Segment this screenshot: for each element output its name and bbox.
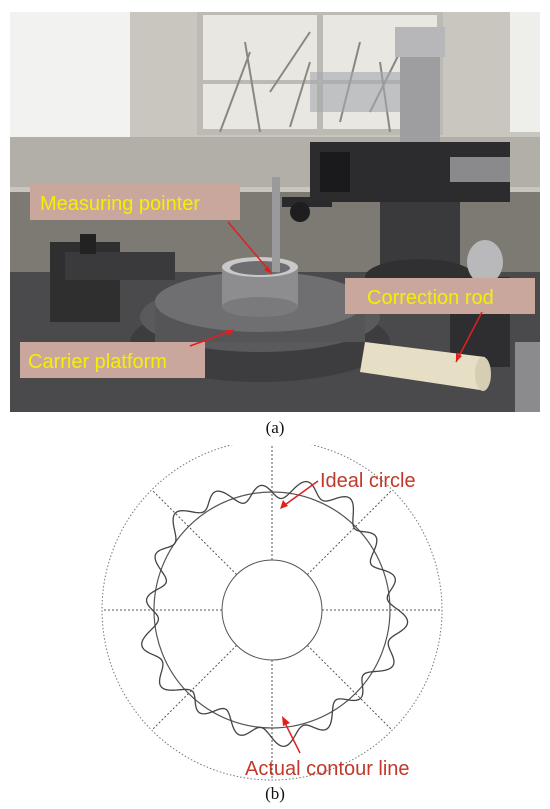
correction-rod-arrow: [455, 311, 483, 363]
carrier-platform-label: Carrier platform: [28, 351, 167, 373]
photo-panel: Measuring pointer Correction rod Carrier…: [10, 12, 540, 412]
diagram-panel: Ideal circle Actual contour line: [0, 439, 550, 785]
correction-rod-label: Correction rod: [367, 287, 494, 309]
actual-contour-label: Actual contour line: [245, 758, 410, 780]
caption-b: (b): [265, 784, 285, 803]
carrier-platform-label-box: [20, 342, 205, 378]
radial-grid-line: [307, 645, 393, 731]
radial-grid-line: [151, 645, 237, 731]
correction-rod-label-box: [345, 278, 535, 314]
caption-a: (a): [265, 418, 285, 437]
ideal-circle-label: Ideal circle: [320, 470, 416, 492]
contour-diagram: [101, 439, 443, 781]
outer-reference-circle: [101, 439, 443, 781]
carrier-platform-arrow: [189, 329, 235, 347]
actual-contour-arrowhead: [282, 716, 290, 726]
actual-contour-line: [141, 480, 409, 748]
measuring-pointer-label: Measuring pointer: [40, 193, 200, 215]
ideal-circle-arrow: [281, 480, 319, 508]
measuring-pointer-arrow: [227, 221, 273, 275]
measuring-pointer-label-box: [30, 184, 240, 220]
ideal-circle-arrowhead: [280, 500, 288, 509]
inner-circle: [221, 559, 323, 661]
radial-grid-line: [307, 489, 393, 575]
